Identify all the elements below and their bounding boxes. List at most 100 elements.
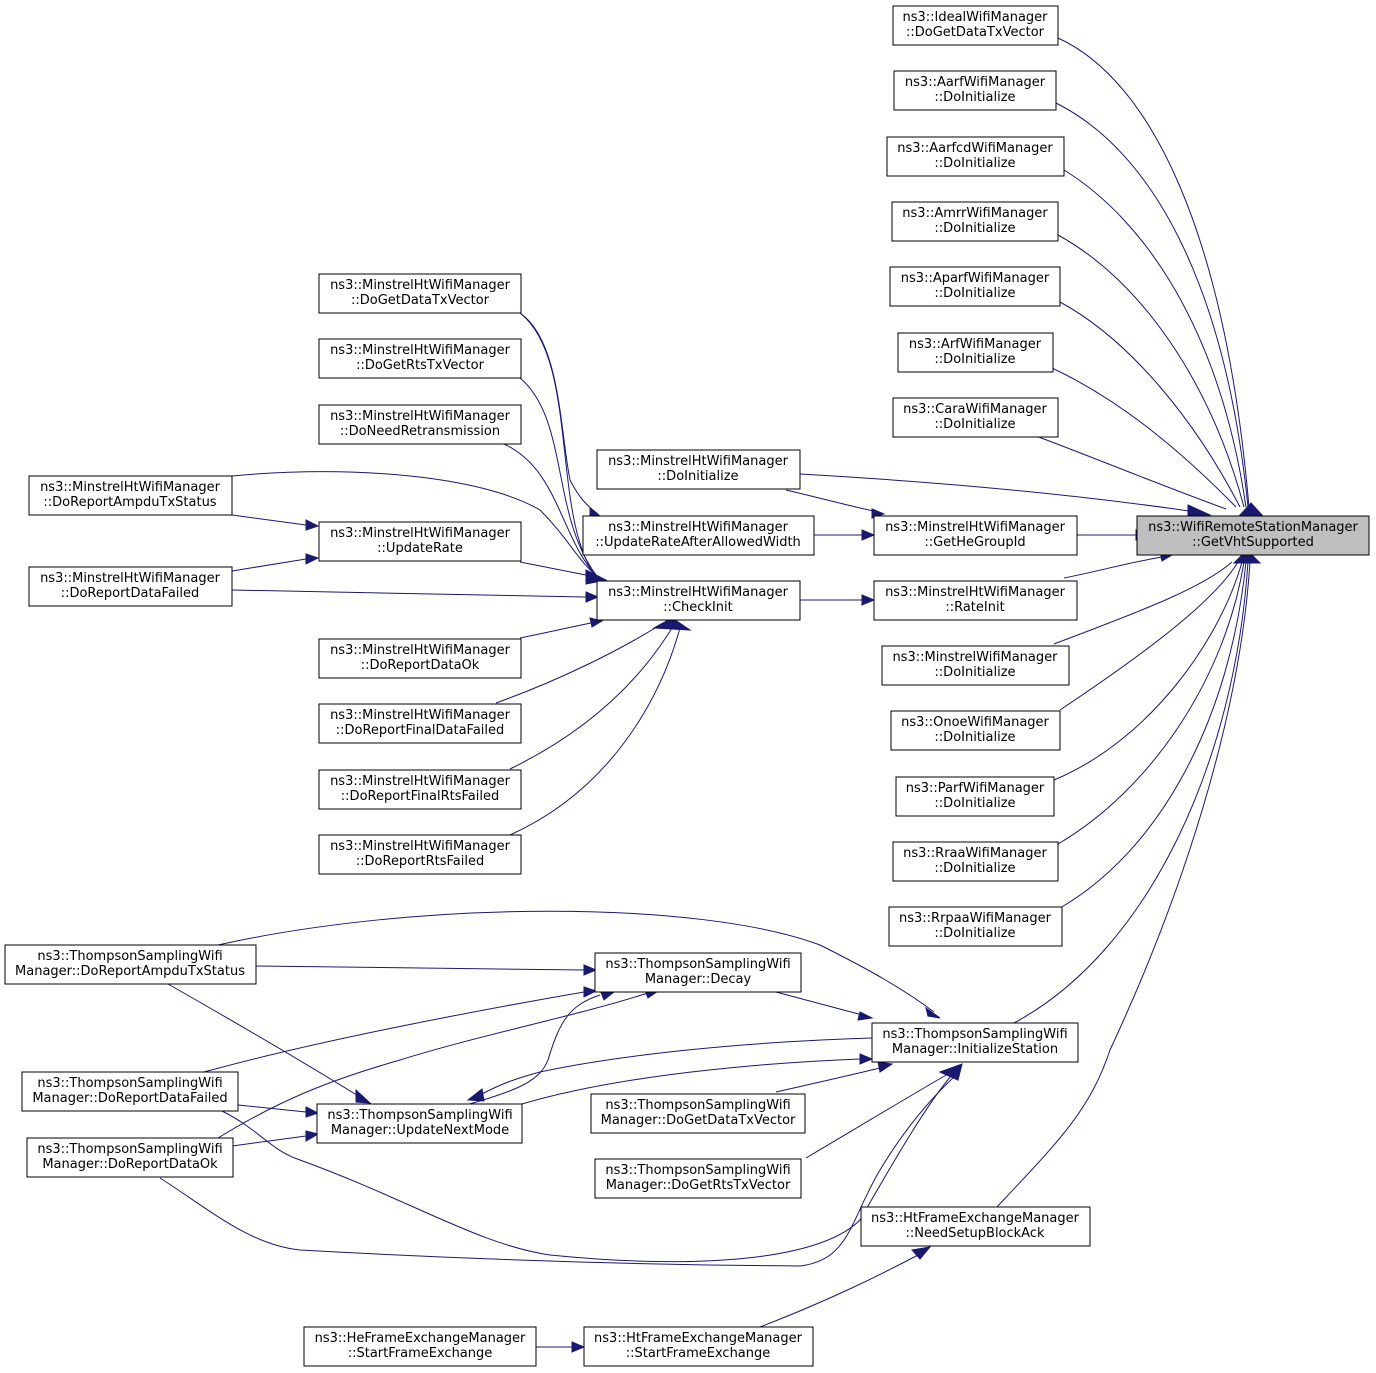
node-label-line1: ns3::ArfWifiManager [909, 337, 1042, 352]
node-arf-do-initialize[interactable]: ns3::ArfWifiManager ::DoInitialize [897, 332, 1054, 373]
edge-aarfcd-root [1063, 169, 1247, 508]
node-label-line2: ::CheckInit [663, 600, 733, 615]
arrowhead-init-mid [859, 1053, 874, 1065]
node-label-line2: ::DoInitialize [934, 352, 1015, 367]
node-label-line1: ns3::MinstrelHtWifiManager [330, 526, 511, 541]
edge-rdf-decay [203, 991, 585, 1073]
node-minstrelht-get-he-group-id[interactable]: ns3::MinstrelHtWifiManager ::GetHeGroupI… [873, 515, 1078, 556]
node-label-line2: ::DoInitialize [934, 156, 1015, 171]
nodes: ns3::WifiRemoteStationManager ::GetVhtSu… [4, 5, 1370, 1367]
edge-mhtdoinit-gethe [785, 489, 883, 514]
arrowhead-init-low [877, 1061, 894, 1073]
node-label-line2: Manager::DoGetRtsTxVector [606, 1178, 791, 1193]
node-thompson-initialize-station[interactable]: ns3::ThompsonSamplingWifi Manager::Initi… [871, 1022, 1079, 1063]
node-label-line1: ns3::RrpaaWifiManager [899, 911, 1052, 926]
node-cara-do-initialize[interactable]: ns3::CaraWifiManager ::DoInitialize [892, 397, 1059, 438]
node-aarfcd-do-initialize[interactable]: ns3::AarfcdWifiManager ::DoInitialize [886, 136, 1065, 177]
arrowhead-unm-a [355, 1088, 372, 1104]
arrowhead-decay-a [583, 964, 598, 976]
node-label-line1: ns3::AparfWifiManager [901, 271, 1050, 286]
node-label-line2: ::GetVhtSupported [1192, 535, 1314, 550]
node-label-line1: ns3::IdealWifiManager [902, 10, 1048, 25]
node-label-line2: Manager::DoReportDataFailed [32, 1091, 227, 1106]
node-label-line1: ns3::MinstrelHtWifiManager [40, 480, 221, 495]
edge-aparf-root [1059, 301, 1241, 508]
node-minstrelht-do-get-rts-tx-vector[interactable]: ns3::MinstrelHtWifiManager ::DoGetRtsTxV… [318, 338, 522, 379]
node-thompson-update-next-mode[interactable]: ns3::ThompsonSamplingWifi Manager::Updat… [316, 1103, 523, 1144]
edge-nr-check [503, 443, 601, 581]
node-thompson-do-report-data-ok[interactable]: ns3::ThompsonSamplingWifi Manager::DoRep… [26, 1137, 234, 1178]
arrowhead-root [1238, 502, 1264, 516]
edge-rfdf-check [495, 624, 661, 704]
node-label-line2: ::DoInitialize [934, 796, 1015, 811]
edge-rdo-check [519, 621, 597, 639]
node-minstrelht-check-init[interactable]: ns3::MinstrelHtWifiManager ::CheckInit [596, 580, 801, 621]
node-label-line1: ns3::ThompsonSamplingWifi [37, 1142, 222, 1157]
node-onoe-do-initialize[interactable]: ns3::OnoeWifiManager ::DoInitialize [890, 710, 1061, 751]
node-he-start-frame-exchange[interactable]: ns3::HeFrameExchangeManager ::StartFrame… [303, 1326, 537, 1367]
edge-rrpaa-root [1059, 561, 1247, 909]
node-minstrelht-do-initialize[interactable]: ns3::MinstrelHtWifiManager ::DoInitializ… [596, 449, 801, 490]
node-label-line2: ::DoInitialize [934, 861, 1015, 876]
node-minstrelht-do-report-rts-failed[interactable]: ns3::MinstrelHtWifiManager ::DoReportRts… [318, 834, 522, 875]
node-aarf-do-initialize[interactable]: ns3::AarfWifiManager ::DoInitialize [893, 70, 1057, 111]
node-label-line2: ::DoReportFinalRtsFailed [341, 789, 499, 804]
node-label-line2: ::DoReportFinalDataFailed [336, 723, 505, 738]
edge-decay-init [775, 991, 867, 1017]
node-minstrel-do-initialize[interactable]: ns3::MinstrelWifiManager ::DoInitialize [881, 645, 1070, 686]
node-label-line2: ::DoInitialize [934, 221, 1015, 236]
node-ht-need-setup-block-ack[interactable]: ns3::HtFrameExchangeManager ::NeedSetupB… [860, 1206, 1091, 1247]
node-minstrelht-rate-init[interactable]: ns3::MinstrelHtWifiManager ::RateInit [873, 580, 1078, 621]
node-label-line1: ns3::ThompsonSamplingWifi [605, 1098, 790, 1113]
arrowhead-decay-b [583, 986, 598, 998]
node-thompson-do-get-data-tx-vector[interactable]: ns3::ThompsonSamplingWifi Manager::DoGet… [590, 1093, 806, 1134]
node-aparf-do-initialize[interactable]: ns3::AparfWifiManager ::DoInitialize [889, 266, 1061, 307]
node-label-line1: ns3::MinstrelHtWifiManager [40, 571, 221, 586]
node-label-line1: ns3::ThompsonSamplingWifi [327, 1108, 512, 1123]
node-rraa-do-initialize[interactable]: ns3::RraaWifiManager ::DoInitialize [892, 841, 1059, 882]
node-ht-start-frame-exchange[interactable]: ns3::HtFrameExchangeManager ::StartFrame… [583, 1326, 814, 1367]
arrowhead-init-bottom [938, 1063, 963, 1081]
node-label-line1: ns3::ThompsonSamplingWifi [882, 1027, 1067, 1042]
node-label-line1: ns3::AarfWifiManager [905, 75, 1046, 90]
edges [159, 37, 1251, 1348]
node-minstrelht-do-report-final-rts-failed[interactable]: ns3::MinstrelHtWifiManager ::DoReportFin… [318, 769, 522, 810]
node-label-line1: ns3::RraaWifiManager [903, 846, 1047, 861]
node-minstrelht-do-report-data-failed[interactable]: ns3::MinstrelHtWifiManager ::DoReportDat… [28, 566, 233, 607]
node-label-line2: ::DoInitialize [934, 90, 1015, 105]
edge-parf-root [1053, 561, 1243, 781]
node-get-vht-supported[interactable]: ns3::WifiRemoteStationManager ::GetVhtSu… [1136, 515, 1370, 556]
node-label-line1: ns3::MinstrelHtWifiManager [608, 585, 789, 600]
node-minstrelht-do-report-data-ok[interactable]: ns3::MinstrelHtWifiManager ::DoReportDat… [318, 638, 522, 679]
edge-htneed-root [995, 561, 1251, 1209]
node-label-line1: ns3::AarfcdWifiManager [897, 141, 1053, 156]
edge-rdo-init [159, 1075, 956, 1267]
node-thompson-do-get-rts-tx-vector[interactable]: ns3::ThompsonSamplingWifi Manager::DoGet… [594, 1158, 802, 1199]
node-label-line1: ns3::MinstrelHtWifiManager [330, 409, 511, 424]
node-minstrelht-do-need-retransmission[interactable]: ns3::MinstrelHtWifiManager ::DoNeedRetra… [318, 404, 522, 445]
node-label-line1: ns3::MinstrelHtWifiManager [330, 643, 511, 658]
edge-rraa-root [1057, 561, 1245, 845]
node-thompson-decay[interactable]: ns3::ThompsonSamplingWifi Manager::Decay [594, 952, 802, 993]
node-label-line1: ns3::ThompsonSamplingWifi [605, 957, 790, 972]
node-label-line2: ::DoInitialize [934, 730, 1015, 745]
node-thompson-do-report-ampdu-tx-status[interactable]: ns3::ThompsonSamplingWifi Manager::DoRep… [4, 944, 257, 985]
edge-mhtdoinit-root [799, 473, 1197, 513]
node-minstrelht-do-get-data-tx-vector[interactable]: ns3::MinstrelHtWifiManager ::DoGetDataTx… [318, 273, 522, 314]
node-label-line2: ::DoGetRtsTxVector [356, 358, 485, 373]
node-label-line1: ns3::MinstrelHtWifiManager [608, 454, 789, 469]
arrowhead-unm-top [466, 1088, 485, 1102]
node-thompson-do-report-data-failed[interactable]: ns3::ThompsonSamplingWifi Manager::DoRep… [21, 1071, 239, 1112]
node-parf-do-initialize[interactable]: ns3::ParfWifiManager ::DoInitialize [895, 776, 1055, 817]
edge-aarf-root [1055, 102, 1249, 508]
node-rrpaa-do-initialize[interactable]: ns3::RrpaaWifiManager ::DoInitialize [888, 906, 1063, 947]
node-minstrelht-do-report-ampdu-tx-status[interactable]: ns3::MinstrelHtWifiManager ::DoReportAmp… [28, 475, 233, 516]
node-ideal-do-get-data-tx-vector[interactable]: ns3::IdealWifiManager ::DoGetDataTxVecto… [892, 5, 1059, 46]
node-amrr-do-initialize[interactable]: ns3::AmrrWifiManager ::DoInitialize [891, 201, 1059, 242]
node-label-line1: ns3::ParfWifiManager [906, 781, 1045, 796]
edge-rdf-check [231, 589, 587, 598]
node-minstrelht-do-report-final-data-failed[interactable]: ns3::MinstrelHtWifiManager ::DoReportFin… [318, 703, 522, 744]
node-minstrelht-update-rate[interactable]: ns3::MinstrelHtWifiManager ::UpdateRate [318, 521, 522, 562]
node-minstrelht-update-rate-after-allowed-width[interactable]: ns3::MinstrelHtWifiManager ::UpdateRateA… [582, 515, 815, 556]
